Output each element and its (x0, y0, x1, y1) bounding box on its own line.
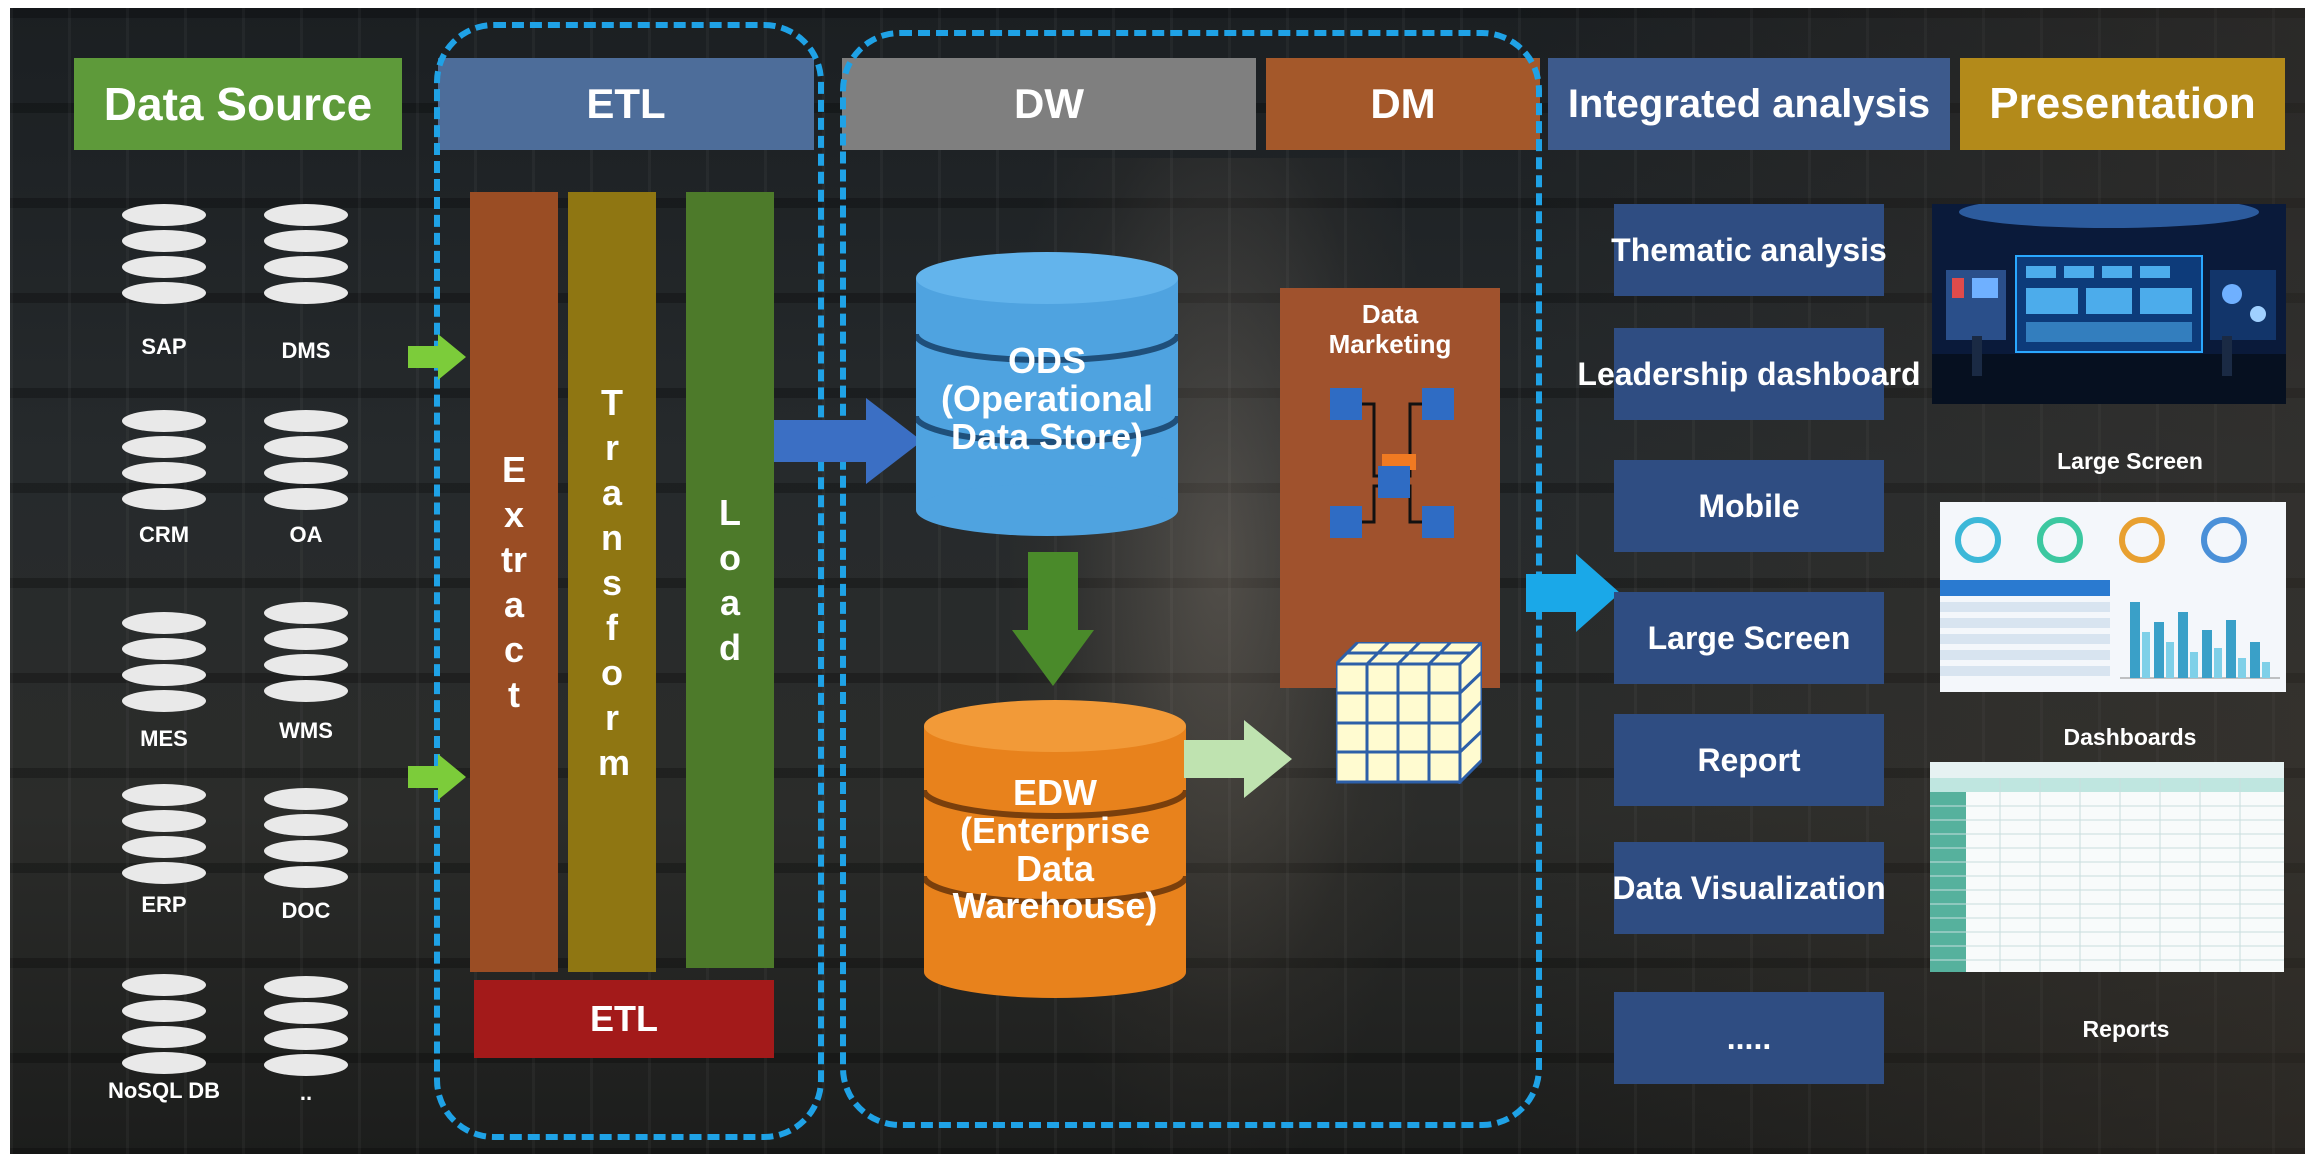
analysis-label: Leadership dashboard (1577, 355, 1921, 392)
source-label-dms: DMS (281, 338, 331, 363)
database-icon (122, 204, 206, 308)
source-label-erp: ERP (141, 892, 187, 917)
light-green-arrow-icon (1184, 720, 1292, 798)
presentation-label-reports: Reports (2082, 1016, 2170, 1042)
analysis-item-leadership-dashboard[interactable]: Leadership dashboard (1577, 328, 1921, 420)
database-icon (264, 788, 348, 892)
analysis-item-report[interactable]: Report (1614, 714, 1884, 806)
header-presentation: Presentation (1960, 58, 2285, 150)
header-etl: ETL (438, 58, 814, 150)
cyan-arrow-icon (1526, 554, 1620, 632)
blue-arrow-icon (774, 398, 922, 484)
report-thumbnail (1930, 762, 2284, 972)
data-cube-icon (1336, 642, 1482, 784)
source-label-oa: OA (289, 522, 323, 547)
etl-transform-column: Transform (568, 192, 656, 972)
source-label-nosql-db: NoSQL DB (107, 1078, 221, 1103)
header-data-source: Data Source (74, 58, 402, 150)
database-icon (264, 410, 348, 514)
analysis-item-mobile[interactable]: Mobile (1614, 460, 1884, 552)
ods-cylinder-icon (916, 252, 1178, 536)
presentation-label-large-screen: Large Screen (2057, 448, 2203, 474)
analysis-label: Thematic analysis (1611, 231, 1887, 268)
source-label-wms: WMS (279, 718, 333, 743)
analysis-label: ..... (1726, 1019, 1772, 1056)
analysis-item-thematic[interactable]: Thematic analysis (1611, 204, 1887, 296)
header-dw: DW (842, 58, 1256, 150)
analysis-label: Mobile (1698, 487, 1800, 524)
etl-load-column: Load (686, 192, 774, 968)
diagram-canvas: Data Source ETL DW DM Integrated analysi… (10, 8, 2305, 1154)
network-hub-icon (1330, 388, 1454, 538)
database-icon (122, 784, 206, 888)
presentation-label-dashboards: Dashboards (2063, 724, 2197, 750)
source-label-more: .. (299, 1080, 313, 1105)
source-label-mes: MES (140, 726, 188, 751)
etl-group-outline (434, 22, 824, 1140)
database-icon (264, 602, 348, 706)
analysis-item-large-screen[interactable]: Large Screen (1614, 592, 1884, 684)
dashboard-thumbnail (1940, 502, 2286, 692)
source-label-crm: CRM (138, 522, 190, 547)
analysis-label: Data Visualization (1612, 869, 1886, 906)
load-label: Load (719, 492, 741, 668)
edw-cylinder-icon (924, 700, 1186, 998)
database-icon (122, 612, 206, 716)
database-icon (122, 974, 206, 1078)
database-icon (264, 976, 348, 1080)
header-integrated-analysis: Integrated analysis (1548, 58, 1950, 150)
database-icon (264, 204, 348, 308)
etl-bottom-bar: ETL (474, 980, 774, 1058)
analysis-item-more[interactable]: ..... (1614, 992, 1884, 1084)
analysis-label: Large Screen (1647, 619, 1851, 656)
green-arrow-icon (408, 334, 466, 380)
analysis-label: Report (1697, 741, 1801, 778)
database-icon (122, 410, 206, 514)
transform-label: Transform (598, 381, 631, 783)
large-screen-thumbnail (1932, 204, 2286, 404)
green-arrow-icon (408, 754, 466, 800)
green-down-arrow-icon (1012, 552, 1094, 686)
analysis-item-data-visualization[interactable]: Data Visualization (1612, 842, 1886, 934)
source-label-doc: DOC (281, 898, 331, 923)
extract-label: Extract (501, 449, 527, 715)
source-label-sap: SAP (141, 334, 187, 359)
etl-extract-column: Extract (470, 192, 558, 972)
